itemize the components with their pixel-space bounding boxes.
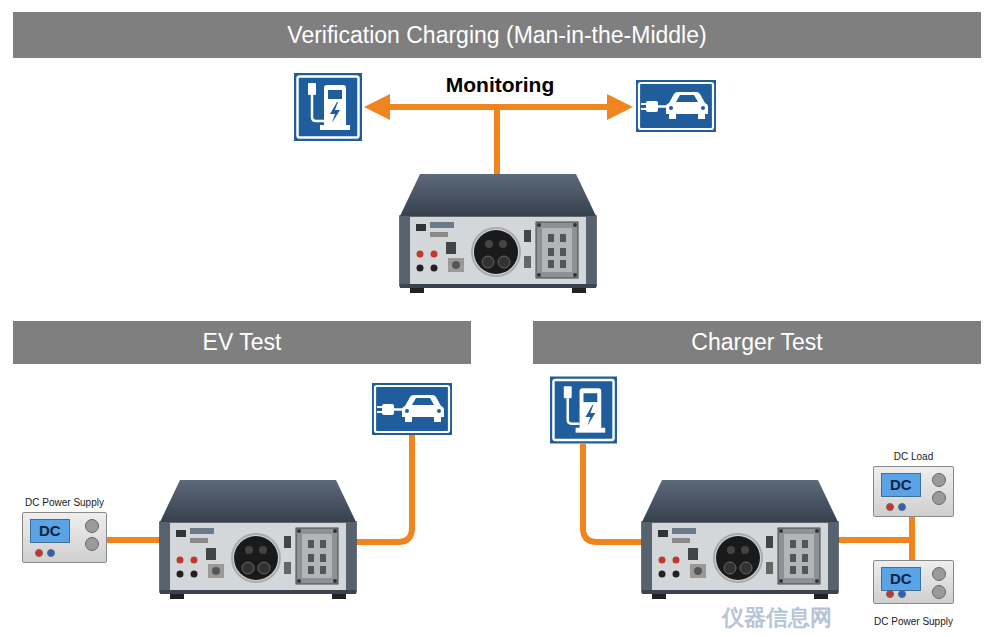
arrow-label: Monitoring (446, 73, 554, 97)
arrow-head (364, 94, 390, 120)
panel-knob (35, 549, 43, 557)
charger-icon (550, 377, 617, 444)
panel-knob (85, 519, 99, 533)
header-text: Verification Charging (Man-in-the-Middle… (287, 22, 706, 49)
panel-knob (886, 590, 894, 598)
header-text: Charger Test (691, 329, 822, 356)
instrument-caption: DC Power Supply (25, 497, 104, 509)
ev-wire (350, 434, 412, 542)
watermark: 仪器信息网 (722, 603, 832, 633)
section-header: Charger Test (533, 321, 981, 364)
load-supply-wire (909, 516, 915, 561)
panel-knob (932, 567, 946, 581)
tester-device (642, 480, 838, 599)
car-icon (372, 383, 452, 435)
section-header: EV Test (13, 321, 471, 364)
charger-icon (294, 73, 362, 141)
car-icon (636, 80, 716, 132)
instrument-caption: DC Load (894, 451, 933, 463)
charger-wire (583, 444, 650, 542)
display-text: DC (881, 473, 921, 497)
panel-knob (932, 491, 946, 505)
dc-instrument: DCDC Power Supply (873, 560, 954, 604)
panel-knob (47, 549, 55, 557)
arrow-head (607, 94, 633, 120)
section-header: Verification Charging (Man-in-the-Middle… (13, 12, 981, 58)
dc-instrument: DC Power SupplyDC (22, 512, 107, 563)
tester-device (160, 480, 356, 599)
header-text: EV Test (203, 329, 282, 356)
panel-knob (932, 585, 946, 599)
display-text: DC (30, 519, 70, 543)
panel-knob (898, 590, 906, 598)
panel-knob (898, 503, 906, 511)
dc-instrument: DC LoadDC (873, 466, 954, 517)
load-wire (830, 537, 912, 543)
panel-knob (886, 503, 894, 511)
tester-device (400, 174, 596, 293)
panel-knob (85, 537, 99, 551)
display-text: DC (881, 567, 921, 591)
instrument-caption: DC Power Supply (874, 616, 953, 628)
panel-knob (932, 473, 946, 487)
